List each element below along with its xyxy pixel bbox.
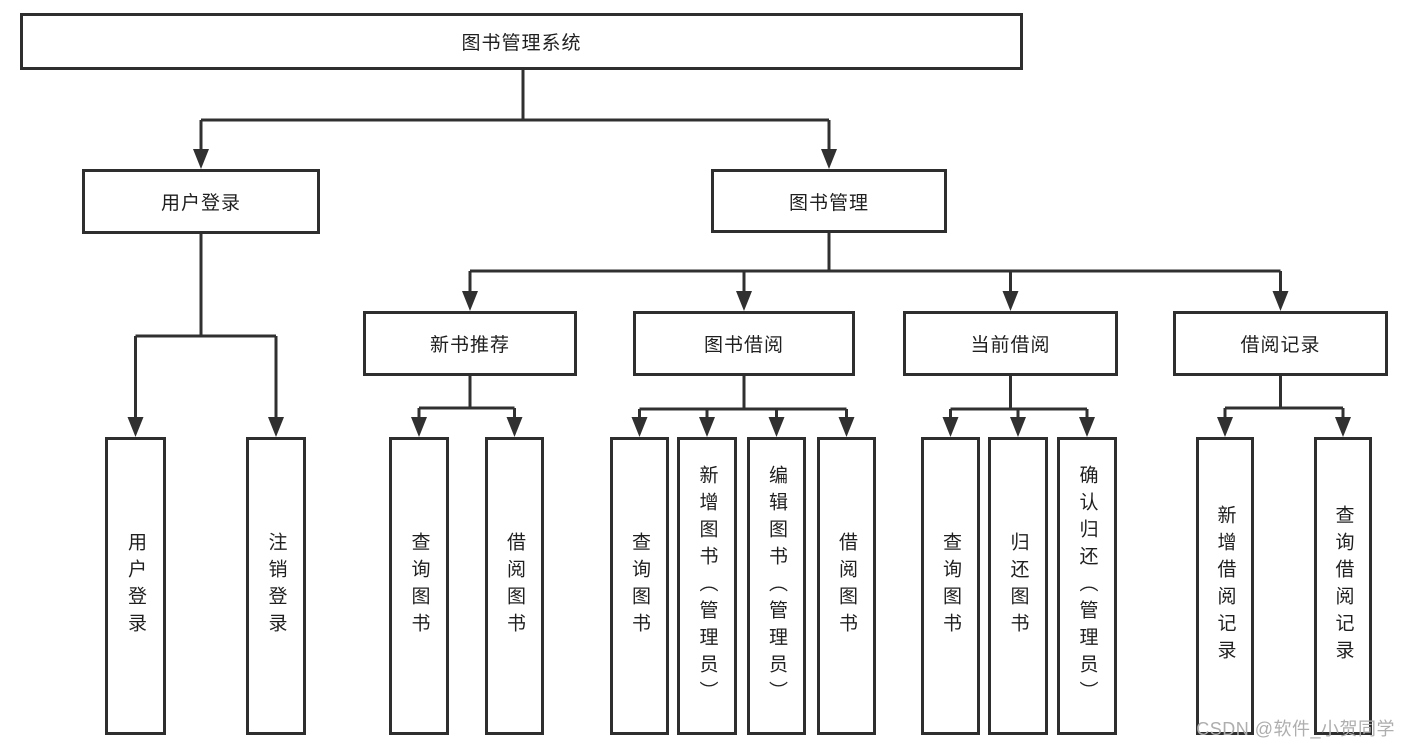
node-current-borrow-label: 当前借阅 xyxy=(970,335,1051,356)
leaf-records-add-record-label: 新增借阅记录 xyxy=(1214,505,1236,667)
leaf-recommend-borrow-book-label: 借阅图书 xyxy=(504,532,525,640)
node-book-management-label: 图书管理 xyxy=(788,192,869,214)
node-root: 图书管理系统 xyxy=(20,13,1023,70)
leaf-current-confirm-return-admin: 确认归还（管理员） xyxy=(1057,437,1117,735)
leaf-borrow-borrow-book: 借阅图书 xyxy=(817,437,876,735)
leaf-current-query-book-label: 查询图书 xyxy=(940,532,961,640)
leaf-records-add-record: 新增借阅记录 xyxy=(1196,437,1254,735)
leaf-borrow-edit-book-admin: 编辑图书（管理员） xyxy=(747,437,806,735)
leaf-borrow-query-book-label: 查询图书 xyxy=(629,532,650,640)
leaf-borrow-add-book-admin: 新增图书（管理员） xyxy=(677,437,737,735)
node-book-management: 图书管理 xyxy=(711,169,947,233)
leaf-records-query-record-label: 查询借阅记录 xyxy=(1332,505,1354,667)
node-new-book-recommend-label: 新书推荐 xyxy=(429,335,510,356)
leaf-logout-label: 注销登录 xyxy=(265,532,287,640)
node-borrow-records: 借阅记录 xyxy=(1173,311,1388,376)
leaf-current-return-book: 归还图书 xyxy=(988,437,1048,735)
node-borrow-records-label: 借阅记录 xyxy=(1240,335,1321,356)
leaf-logout: 注销登录 xyxy=(246,437,306,735)
node-new-book-recommend: 新书推荐 xyxy=(363,311,577,376)
node-user-login: 用户登录 xyxy=(82,169,320,234)
node-book-borrow: 图书借阅 xyxy=(633,311,855,376)
leaf-user-login: 用户登录 xyxy=(105,437,166,735)
leaf-borrow-query-book: 查询图书 xyxy=(610,437,669,735)
leaf-records-query-record: 查询借阅记录 xyxy=(1314,437,1372,735)
leaf-borrow-borrow-book-label: 借阅图书 xyxy=(836,532,857,640)
leaf-borrow-add-book-admin-label: 新增图书（管理员） xyxy=(696,464,718,708)
node-root-label: 图书管理系统 xyxy=(461,33,582,54)
leaf-recommend-query-book-label: 查询图书 xyxy=(408,532,430,640)
leaf-current-query-book: 查询图书 xyxy=(921,437,980,735)
node-current-borrow: 当前借阅 xyxy=(903,311,1118,376)
leaf-recommend-query-book: 查询图书 xyxy=(389,437,449,735)
leaf-current-confirm-return-admin-label: 确认归还（管理员） xyxy=(1076,464,1098,708)
node-user-login-label: 用户登录 xyxy=(160,193,241,214)
watermark: CSDN @软件_小贺同学 xyxy=(1196,719,1395,739)
leaf-recommend-borrow-book: 借阅图书 xyxy=(485,437,544,735)
leaf-borrow-edit-book-admin-label: 编辑图书（管理员） xyxy=(766,464,787,708)
leaf-current-return-book-label: 归还图书 xyxy=(1007,532,1029,640)
node-book-borrow-label: 图书借阅 xyxy=(703,335,784,356)
leaf-user-login-label: 用户登录 xyxy=(125,532,146,640)
